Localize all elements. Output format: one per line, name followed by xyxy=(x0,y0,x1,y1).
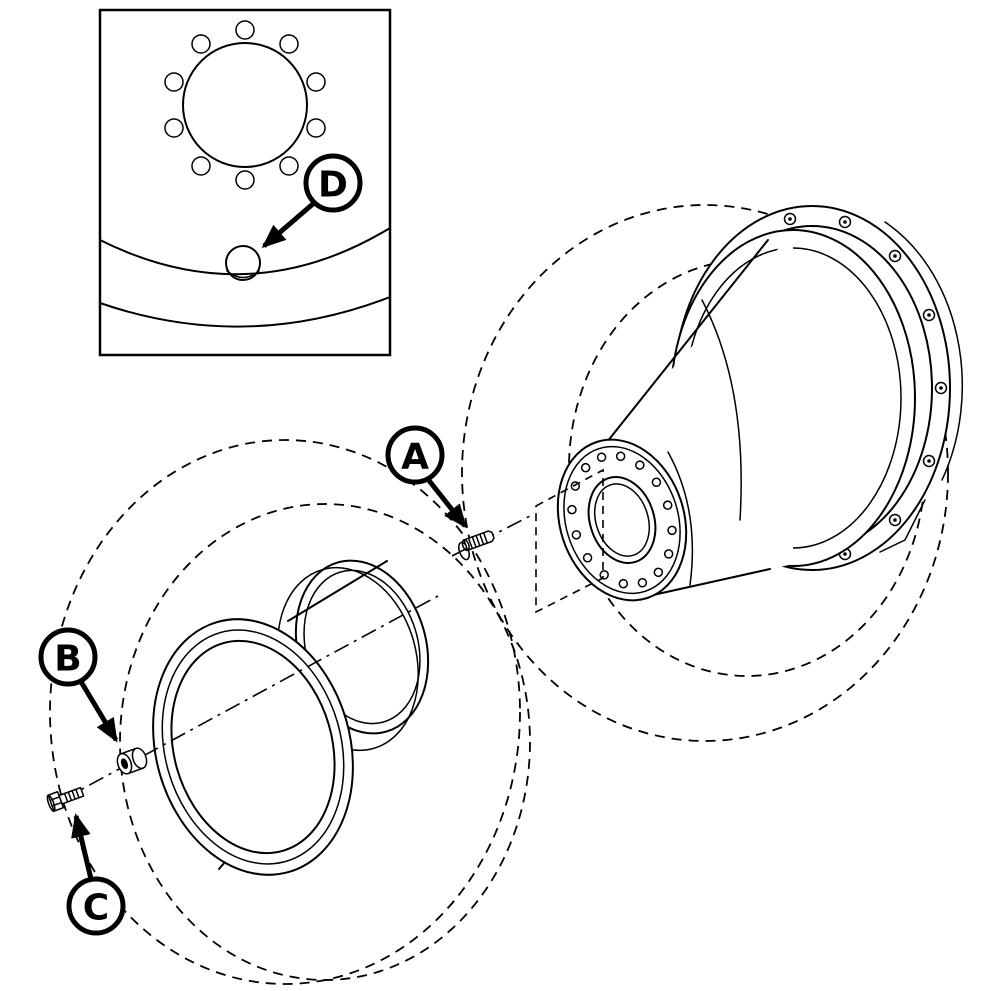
callout-b: B xyxy=(38,627,119,743)
hub-mounting-face xyxy=(556,438,688,602)
callout-d: D xyxy=(261,153,363,248)
wheel-hub-bore-detail xyxy=(164,20,326,190)
callout-d-arrow xyxy=(261,201,316,248)
callout-b-circle xyxy=(38,627,98,687)
callout-d-label: D xyxy=(318,165,348,206)
callout-a: A xyxy=(385,425,467,529)
callout-b-arrow xyxy=(77,678,119,743)
callout-c: C xyxy=(66,813,126,936)
callout-c-label: C xyxy=(83,888,109,929)
valve-hole xyxy=(225,245,261,281)
rim-contour-arcs xyxy=(99,227,391,328)
callout-a-circle xyxy=(385,425,445,485)
callout-b-label: B xyxy=(54,639,81,680)
wheel-rim xyxy=(152,559,430,876)
callout-c-circle xyxy=(66,876,126,936)
wheel-stud xyxy=(458,530,495,561)
final-drive-hub xyxy=(556,205,964,602)
callout-d-circle xyxy=(303,153,363,213)
bolt-hole-circle xyxy=(164,20,326,190)
hub-center-bore xyxy=(587,476,657,564)
callout-a-arrow xyxy=(425,476,467,529)
stud-hole-ring xyxy=(567,451,677,589)
callout-a-label: A xyxy=(401,437,429,478)
tire-outline-left xyxy=(49,439,531,985)
hex-bolt xyxy=(46,786,85,812)
detail-inset: D xyxy=(98,8,392,357)
rim-front-flange xyxy=(152,618,354,876)
lug-nut xyxy=(116,747,148,775)
callout-c-arrow xyxy=(71,813,94,880)
